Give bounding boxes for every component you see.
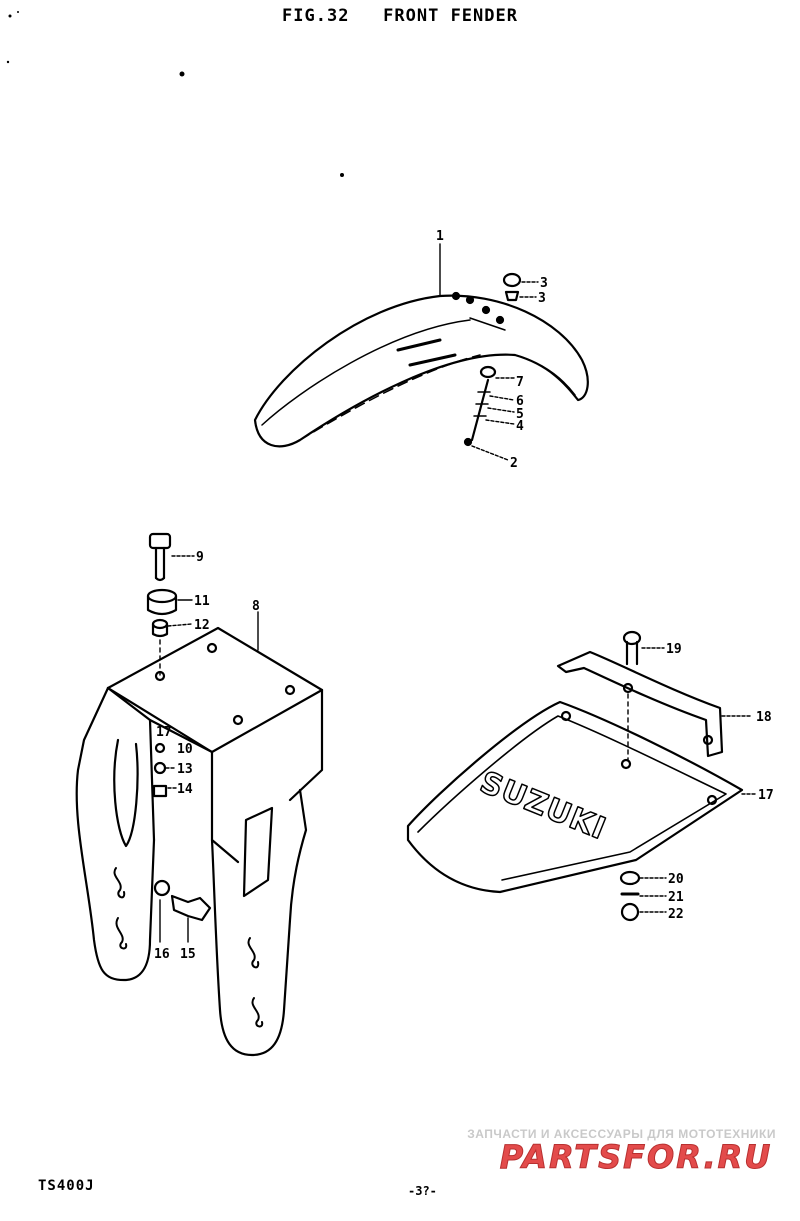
callout-9: 9 [196, 550, 204, 565]
watermark-tagline: ЗАПЧАСТИ И АКСЕССУАРЫ ДЛЯ МОТОТЕХНИКИ [467, 1127, 776, 1141]
callout-17-left: 17 [156, 725, 172, 740]
callout-1: 1 [436, 229, 444, 244]
bolt-stack-9-11-12 [146, 532, 178, 676]
page-number: -3?- [408, 1184, 437, 1198]
watermark-logo: PARTSFOR.RU [499, 1138, 772, 1177]
fender-leader-lines [439, 243, 539, 461]
callout-13: 13 [177, 762, 193, 777]
watermark-logo-text: PARTSFOR.RU [500, 1138, 772, 1176]
model-code: TS400J [38, 1178, 95, 1194]
callout-18: 18 [756, 710, 772, 725]
plate-hardware [619, 630, 642, 922]
callout-6: 6 [516, 394, 524, 409]
front-fender-part [253, 291, 589, 448]
scan-specks [6, 11, 344, 177]
plate-logo-lettering: SUZUKI [475, 765, 611, 847]
plate-leader-lines [639, 647, 757, 913]
bracket-leader-lines [159, 555, 259, 943]
fender-hardware [463, 272, 522, 447]
callout-11: 11 [194, 594, 210, 609]
callout-3-top: 3 [540, 276, 548, 291]
figure-caption: FRONT FENDER [383, 6, 518, 26]
callout-10: 10 [177, 742, 193, 757]
callout-20: 20 [668, 872, 684, 887]
callout-2: 2 [510, 456, 518, 471]
callout-14: 14 [177, 782, 193, 797]
plate-bracket-part [556, 650, 724, 758]
callout-16: 16 [154, 947, 170, 962]
callout-4: 4 [516, 419, 524, 434]
callout-7: 7 [516, 375, 524, 390]
callout-19: 19 [666, 642, 682, 657]
fender-bracket-part [75, 626, 324, 1057]
callout-15: 15 [180, 947, 196, 962]
callout-3-bottom: 3 [538, 291, 546, 306]
callout-8: 8 [252, 599, 260, 614]
callout-5: 5 [516, 407, 524, 422]
callout-17-right: 17 [758, 788, 774, 803]
bracket-hardware [152, 742, 212, 922]
figure-title: FIG.32 FRONT FENDER [0, 6, 800, 26]
figure-number: FIG.32 [282, 6, 350, 26]
callout-21: 21 [668, 890, 684, 905]
callout-12: 12 [194, 618, 210, 633]
callout-22: 22 [668, 907, 684, 922]
number-plate-part [406, 700, 744, 894]
